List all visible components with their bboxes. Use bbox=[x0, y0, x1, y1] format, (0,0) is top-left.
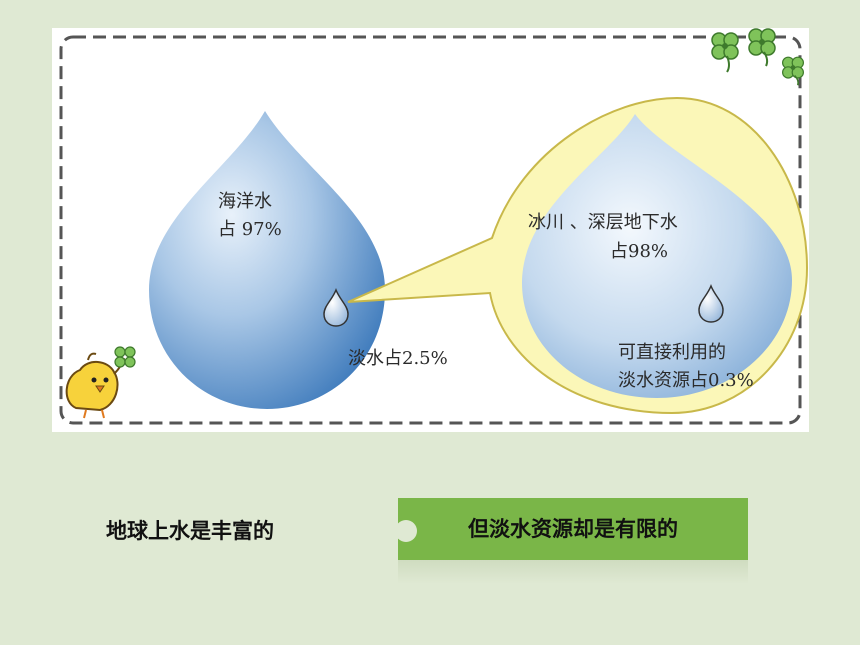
caption-limited-freshwater: 但淡水资源却是有限的 bbox=[468, 517, 678, 541]
glacier-groundwater-percent-label: 占98% bbox=[610, 241, 669, 262]
caption-tab bbox=[398, 498, 748, 560]
water-distribution-figure: 海洋水 占 97% 淡水占2.5% 冰川 、深层地下水 占98% 可直接利用的 … bbox=[52, 28, 809, 432]
glacier-groundwater-label: 冰川 、深层地下水 bbox=[528, 212, 678, 233]
clover-icon bbox=[748, 28, 776, 67]
figure-graphics bbox=[59, 28, 809, 425]
usable-freshwater-label: 可直接利用的 bbox=[618, 342, 726, 363]
dashed-frame bbox=[59, 35, 802, 425]
caption-tab-notch bbox=[395, 520, 417, 542]
big-water-drop bbox=[149, 111, 385, 409]
zoom-water-drop bbox=[522, 114, 792, 398]
caption-tab-shadow bbox=[398, 560, 748, 584]
caption-abundant-water: 地球上水是丰富的 bbox=[106, 519, 274, 543]
usable-freshwater-drop-icon bbox=[698, 283, 724, 323]
chick-icon bbox=[65, 346, 136, 419]
freshwater-drop-icon bbox=[323, 287, 349, 327]
usable-freshwater-percent-label: 淡水资源占0.3% bbox=[618, 370, 754, 391]
freshwater-label: 淡水占2.5% bbox=[348, 348, 448, 369]
clover-icon bbox=[711, 32, 739, 73]
ocean-percent-label: 占 97% bbox=[218, 219, 282, 240]
clover-icon bbox=[781, 56, 805, 86]
ocean-label: 海洋水 bbox=[218, 191, 272, 212]
